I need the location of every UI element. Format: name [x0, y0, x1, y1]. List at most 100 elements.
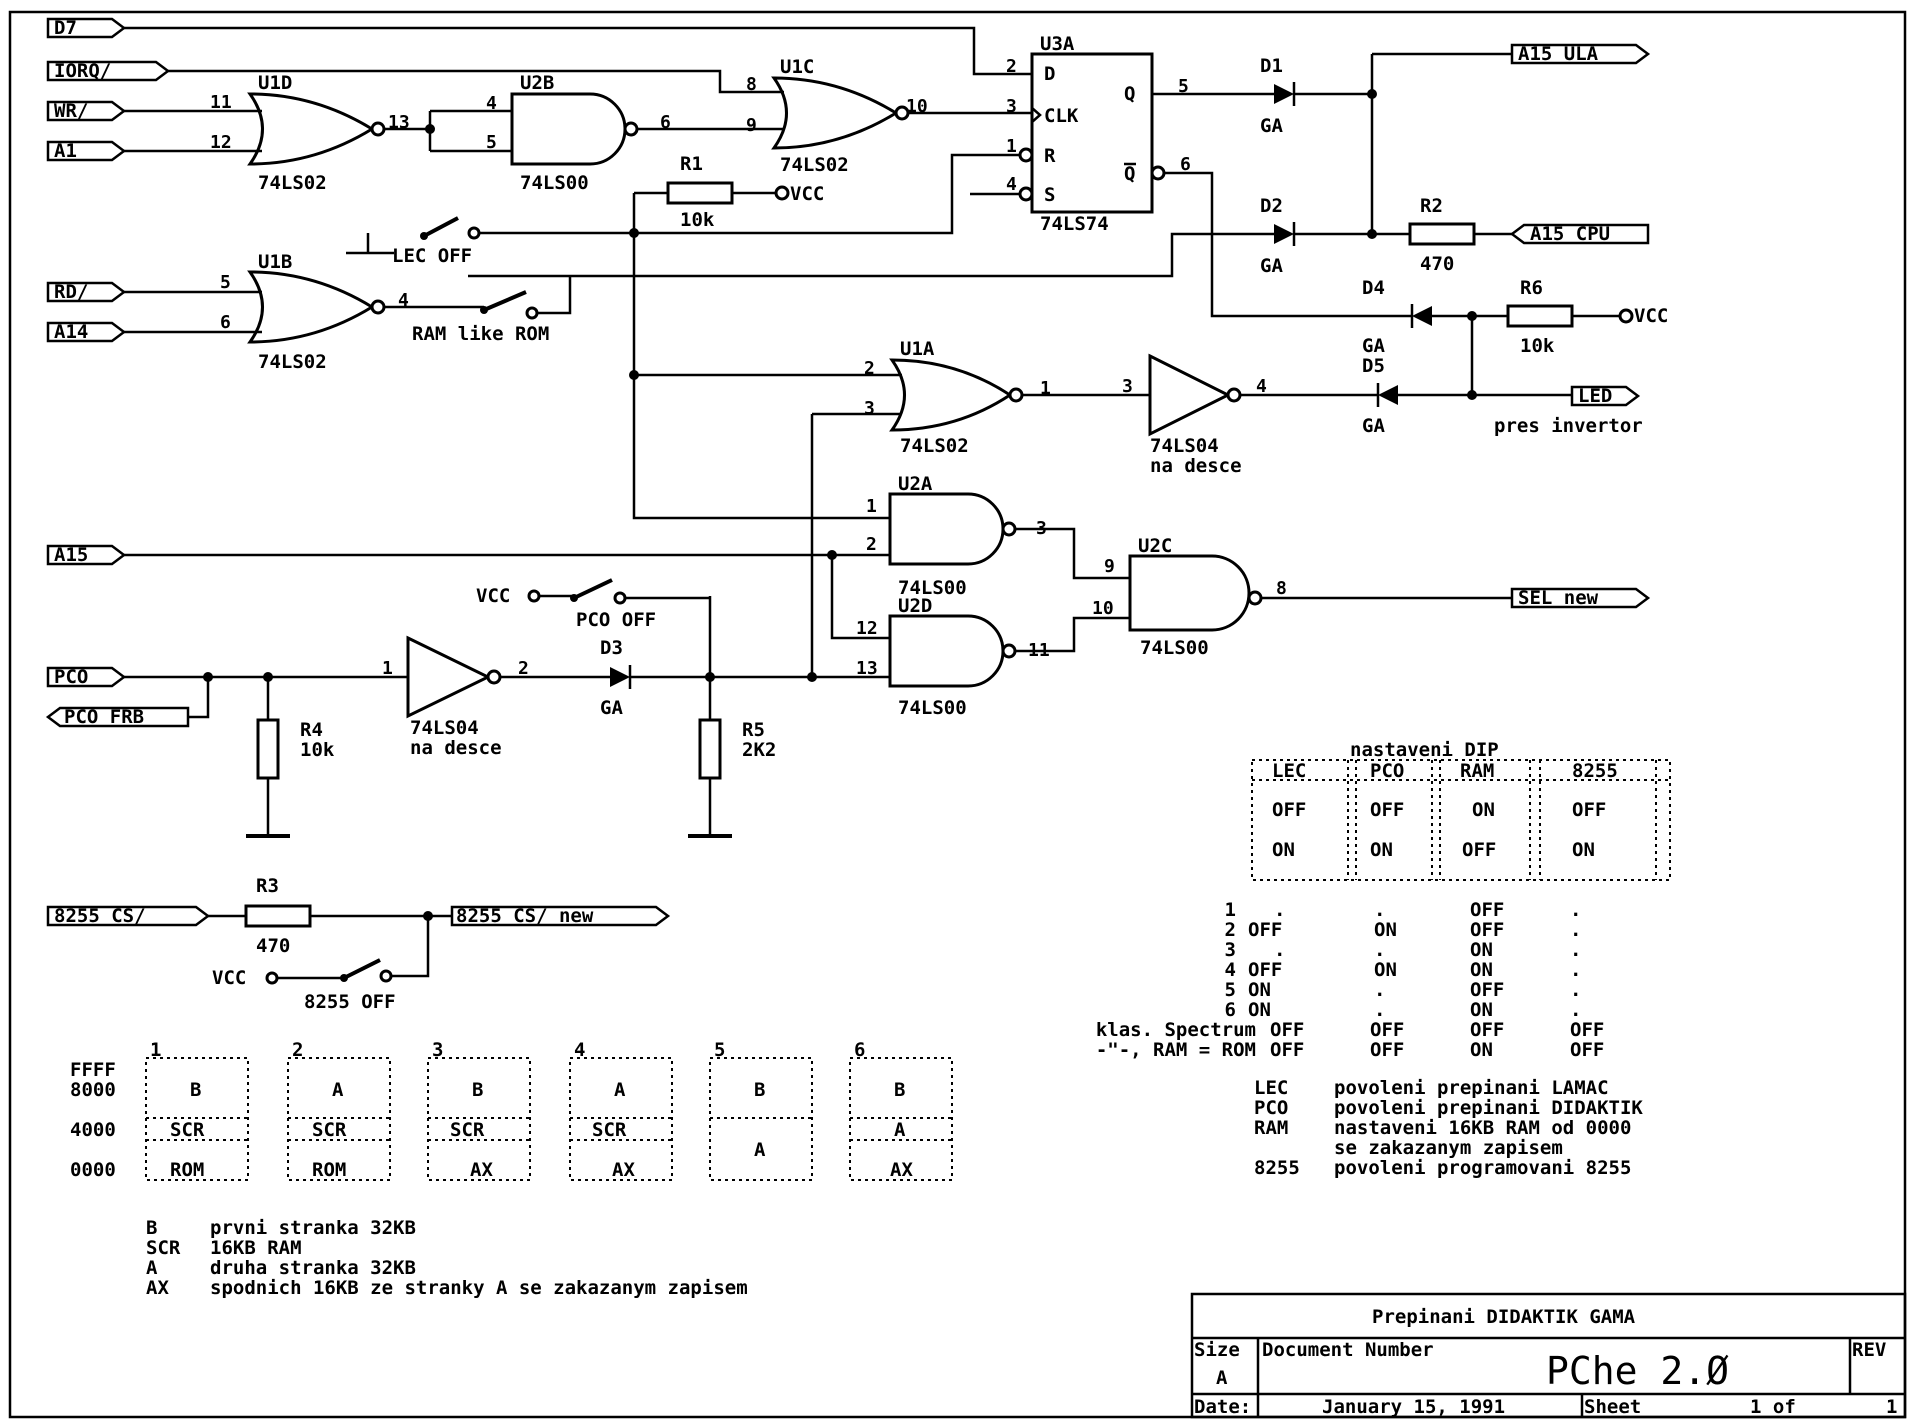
legend-value: povoleni prepinani DIDAKTIK [1334, 1097, 1643, 1119]
inverter-note: na desce [410, 737, 502, 759]
memlegend-key: A [146, 1257, 158, 1279]
mem-col: 1 B SCR ROM [145, 1039, 249, 1181]
mem-address: 4000 [70, 1119, 116, 1141]
r3-ref: R3 [256, 875, 279, 897]
port-8255-cs-new-label: 8255 CS/ new [456, 905, 594, 927]
config-cell: . [1374, 999, 1385, 1021]
gate-u1c-ref: U1C [780, 56, 814, 78]
title-block-rev-label: REV [1852, 1339, 1886, 1361]
switch-ram-label: RAM like ROM [412, 323, 549, 345]
title-block-sheet: 1 of [1750, 1396, 1796, 1418]
memlegend-value: spodnich 16KB ze stranky A se zakazanym … [210, 1277, 748, 1299]
pin-label: 5 [1178, 76, 1189, 97]
d1-ref: D1 [1260, 55, 1283, 77]
config-label: 1 [1225, 899, 1236, 921]
pin-label: 3 [1006, 96, 1017, 117]
title-block-docnum: PChe 2.Ø [1546, 1349, 1729, 1393]
dip-header: 8255 [1572, 760, 1618, 782]
port-d7-label: D7 [54, 17, 77, 39]
d4-value: GA [1362, 335, 1385, 357]
gate-u1c: U1C 74LS02 8 9 10 [746, 56, 928, 176]
mem-col: 2 A SCR ROM [287, 1039, 391, 1181]
config-cell: OFF [1470, 899, 1504, 921]
gate-u1b-ref: U1B [258, 251, 292, 273]
mem-col-number: 1 [150, 1039, 161, 1061]
port-sel-new: SEL new [1510, 587, 1651, 609]
ff-pin-clk: CLK [1044, 105, 1079, 127]
legend-value: povoleni programovani 8255 [1334, 1157, 1631, 1179]
title-block-date-label: Date: [1194, 1396, 1251, 1418]
pin-label: 6 [660, 112, 671, 133]
legend-key: PCO [1254, 1097, 1288, 1119]
port-a15-label: A15 [54, 544, 88, 566]
pin-label: 6 [220, 312, 231, 333]
config-cell: OFF [1370, 1039, 1404, 1061]
r3-value: 470 [256, 935, 290, 957]
config-cell: . [1570, 979, 1581, 1001]
title-block: Prepinani DIDAKTIK GAMA Size A Document … [1190, 1292, 1907, 1419]
port-led: LED [1570, 385, 1641, 407]
gate-u1d-ref: U1D [258, 72, 292, 94]
mem-cell: ROM [312, 1159, 346, 1181]
config-cell: OFF [1470, 979, 1504, 1001]
pin-label: 8 [746, 74, 757, 95]
port-pco-frb-label: PCO FRB [64, 706, 144, 728]
d2-value: GA [1260, 255, 1283, 277]
config-label: 3 [1225, 939, 1236, 961]
port-wr: WR/ [46, 100, 127, 122]
mem-cell: A [614, 1079, 626, 1101]
d1-value: GA [1260, 115, 1283, 137]
config-cell: . [1374, 979, 1385, 1001]
mem-cell: AX [890, 1159, 913, 1181]
ff-pin-s: S [1044, 184, 1055, 206]
d4-ref: D4 [1362, 277, 1385, 299]
config-cell: ON [1470, 1039, 1493, 1061]
port-iorq: IORQ/ [46, 60, 171, 82]
port-iorq-label: IORQ/ [54, 60, 111, 82]
gate-u1a-ref: U1A [900, 338, 935, 360]
mem-cell: A [332, 1079, 344, 1101]
title-block-date: January 15, 1991 [1322, 1396, 1505, 1418]
vcc-label: VCC [1634, 305, 1668, 327]
config-cell: . [1570, 899, 1581, 921]
mem-cell: B [894, 1079, 905, 1101]
memlegend-value: 16KB RAM [210, 1237, 302, 1259]
r5-value: 2K2 [742, 739, 776, 761]
r2-ref: R2 [1420, 195, 1443, 217]
r6-ref: R6 [1520, 277, 1543, 299]
dip-header: PCO [1370, 760, 1404, 782]
config-label: 4 [1225, 959, 1236, 981]
flipflop-u3a: U3A 74LS74 D CLK R S Q Q 2 3 1 4 5 6 [1006, 33, 1191, 235]
dip-title: nastaveni DIP [1350, 739, 1499, 761]
port-wr-label: WR/ [54, 100, 88, 122]
r1-ref: R1 [680, 153, 703, 175]
mem-cell: B [190, 1079, 201, 1101]
dip-cell: OFF [1462, 839, 1496, 861]
port-led-label: LED [1578, 385, 1612, 407]
pin-label: 1 [382, 658, 393, 679]
ff-pin-d: D [1044, 63, 1055, 85]
pin-label: 9 [1104, 556, 1115, 577]
mem-col: 5 B A [709, 1039, 813, 1181]
dip-cell: ON [1572, 839, 1595, 861]
inverter-note: na desce [1150, 455, 1242, 477]
mem-col-number: 3 [432, 1039, 443, 1061]
dip-header: RAM [1460, 760, 1494, 782]
r4-value: 10k [300, 739, 335, 761]
config-list: 1 . . OFF . 2 OFF ON OFF . 3 . . ON . 4 … [1096, 899, 1604, 1061]
d5-value: GA [1362, 415, 1385, 437]
config-label: -"-, RAM = ROM [1096, 1039, 1256, 1061]
config-cell: OFF [1370, 1019, 1404, 1041]
pin-label: 11 [210, 92, 232, 113]
mem-cell: B [754, 1079, 765, 1101]
port-pco-frb: PCO FRB [45, 706, 190, 728]
gate-u1d-part: 74LS02 [258, 172, 327, 194]
config-cell: OFF [1470, 1019, 1504, 1041]
pin-label: 1 [1006, 136, 1017, 157]
pin-label: 6 [1180, 154, 1191, 175]
title-block-size: A [1216, 1367, 1228, 1389]
r6-value: 10k [1520, 335, 1555, 357]
dip-cell: OFF [1272, 799, 1306, 821]
port-8255-cs-new: 8255 CS/ new [450, 905, 671, 927]
gate-u2c: U2C 74LS00 9 10 8 [1092, 535, 1287, 659]
